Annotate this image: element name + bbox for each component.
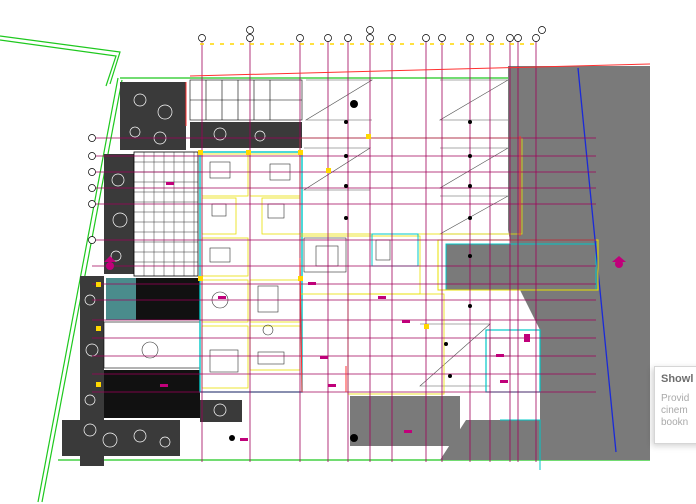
landscape-areas [62, 82, 302, 466]
column-markers [96, 134, 429, 387]
popup-line: Provid [661, 393, 690, 404]
popup-line: bookn [661, 417, 689, 428]
courtyard-grid [103, 151, 201, 418]
axis-line [577, 67, 617, 453]
section-markers [104, 256, 626, 270]
annotation-tags [160, 182, 530, 441]
info-popup[interactable]: Showl Provid cinem bookn [654, 366, 696, 444]
ramp-markings [302, 79, 510, 387]
grid-bubbles-top [198, 26, 546, 42]
point-markers [229, 100, 472, 442]
grid-bubbles-left [88, 134, 96, 244]
popup-title: Showl [661, 373, 694, 385]
popup-line: cinem [661, 405, 688, 416]
site-boundary [0, 35, 650, 503]
parking-bays-top [189, 79, 303, 121]
parking-zone-dark [350, 66, 650, 460]
